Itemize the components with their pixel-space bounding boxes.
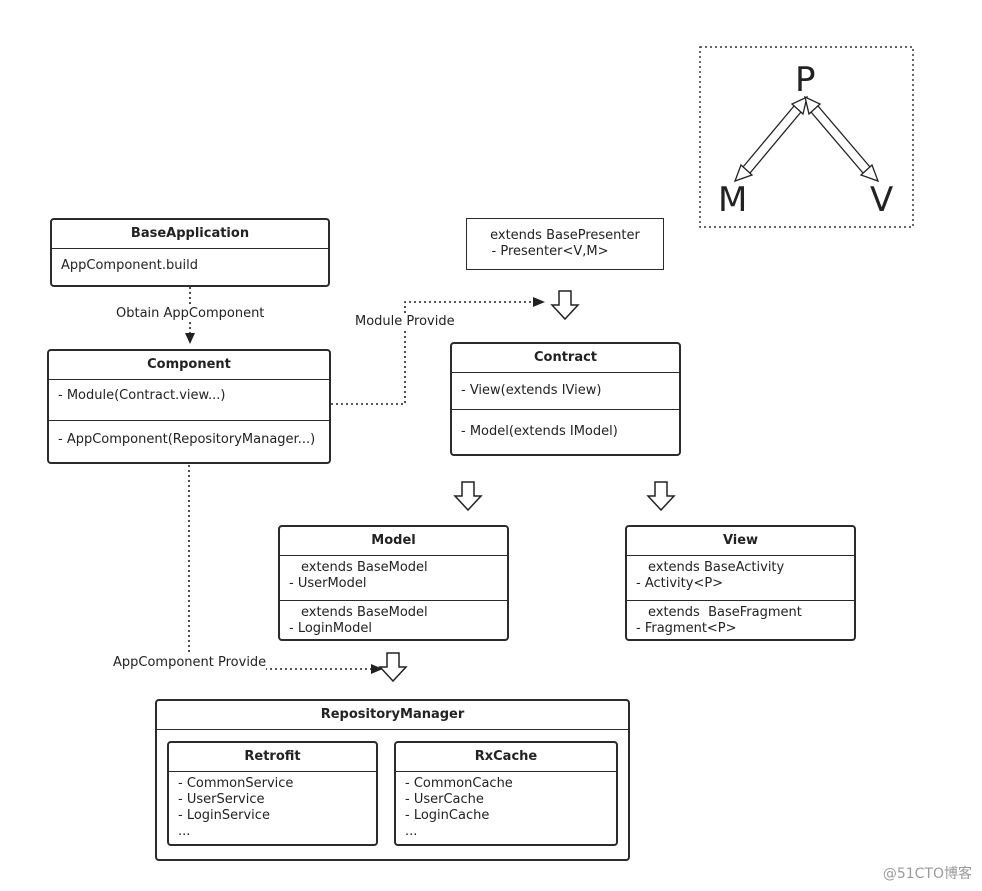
mvp-letter-p: P xyxy=(795,60,816,100)
hollow-down-arrow xyxy=(453,481,483,512)
contract-box: Contract - View(extends IView) - Model(e… xyxy=(450,342,681,456)
list-item: - LoginCache xyxy=(405,808,490,823)
box-row: - View(extends IView) xyxy=(461,383,602,398)
box-section: extends BaseModel - LoginModel xyxy=(280,601,507,640)
box-title: View xyxy=(627,527,854,556)
presenter-extends: extends BasePresenter xyxy=(490,228,640,243)
list-item: ... xyxy=(178,824,191,839)
hollow-down-arrow xyxy=(550,290,580,321)
mvp-frame xyxy=(699,46,914,228)
list-item: - LoginService xyxy=(178,808,270,823)
rxcache-box: RxCache - CommonCache - UserCache - Logi… xyxy=(394,741,618,846)
box-title: Retrofit xyxy=(169,743,376,772)
box-row: extends BaseModel xyxy=(301,560,428,575)
box-row: - Model(extends IModel) xyxy=(461,424,618,439)
list-item: - UserCache xyxy=(405,792,484,807)
component-box: Component - Module(Contract.view...) - A… xyxy=(47,349,331,464)
box-row: extends BaseFragment xyxy=(648,605,802,620)
presenter-type: - Presenter<V,M> xyxy=(491,244,609,259)
box-section: AppComponent.build xyxy=(52,249,328,277)
box-section: - CommonCache - UserCache - LoginCache .… xyxy=(396,772,616,843)
box-title: RxCache xyxy=(396,743,616,772)
box-section: extends BaseModel - UserModel xyxy=(280,556,507,601)
hollow-down-arrow xyxy=(646,481,676,512)
appcomponent-provide-label: AppComponent Provide xyxy=(113,655,267,670)
box-row: extends BaseActivity xyxy=(648,560,785,575)
box-section: - AppComponent(RepositoryManager...) xyxy=(49,421,329,451)
box-row: - UserModel xyxy=(289,576,367,591)
list-item: - UserService xyxy=(178,792,265,807)
dotted-connectors xyxy=(188,287,535,670)
mvp-arrow-p-m xyxy=(733,95,808,183)
appcomponent-provide-arrowhead xyxy=(371,664,383,674)
box-section: - CommonService - UserService - LoginSer… xyxy=(169,772,376,843)
view-box: View extends BaseActivity - Activity<P> … xyxy=(625,525,856,641)
box-row: - Fragment<P> xyxy=(636,621,737,636)
obtain-label: Obtain AppComponent xyxy=(116,306,265,321)
appcomponent-provide-line xyxy=(188,465,372,670)
box-title: Contract xyxy=(452,344,679,373)
box-title: Component xyxy=(49,351,329,380)
obtain-arrowhead xyxy=(185,333,195,344)
box-row: - Module(Contract.view...) xyxy=(58,388,226,403)
mvp-arrow-p-v xyxy=(804,95,880,183)
base-application-box: BaseApplication AppComponent.build xyxy=(50,218,330,287)
box-row: - LoginModel xyxy=(289,621,372,636)
box-section: - Model(extends IModel) xyxy=(452,410,679,443)
module-provide-arrowhead xyxy=(533,297,545,307)
watermark: @51CTO博客 xyxy=(882,866,972,882)
box-section: extends BaseActivity - Activity<P> xyxy=(627,556,854,601)
retrofit-box: Retrofit - CommonService - UserService -… xyxy=(167,741,378,846)
box-title: Model xyxy=(280,527,507,556)
module-provide-label: Module Provide xyxy=(355,314,455,329)
list-item: - CommonCache xyxy=(405,776,513,791)
list-item: - CommonService xyxy=(178,776,294,791)
module-provide-line xyxy=(331,301,535,405)
box-title: RepositoryManager xyxy=(157,701,628,730)
box-section: - View(extends IView) xyxy=(452,373,679,410)
box-section: - Module(Contract.view...) xyxy=(49,380,329,421)
box-title: BaseApplication xyxy=(52,220,328,249)
box-section: extends BaseFragment - Fragment<P> xyxy=(627,601,854,640)
model-box: Model extends BaseModel - UserModel exte… xyxy=(278,525,509,641)
box-row: extends BaseModel xyxy=(301,605,428,620)
box-row: - AppComponent(RepositoryManager...) xyxy=(58,432,316,447)
mvp-letter-v: V xyxy=(870,180,894,220)
mvp-letter-m: M xyxy=(718,180,748,220)
box-row: - Activity<P> xyxy=(636,576,724,591)
presenter-box: extends BasePresenter - Presenter<V,M> xyxy=(466,218,664,270)
box-row: AppComponent.build xyxy=(61,258,198,273)
list-item: ... xyxy=(405,824,418,839)
hollow-down-arrow xyxy=(378,652,408,683)
